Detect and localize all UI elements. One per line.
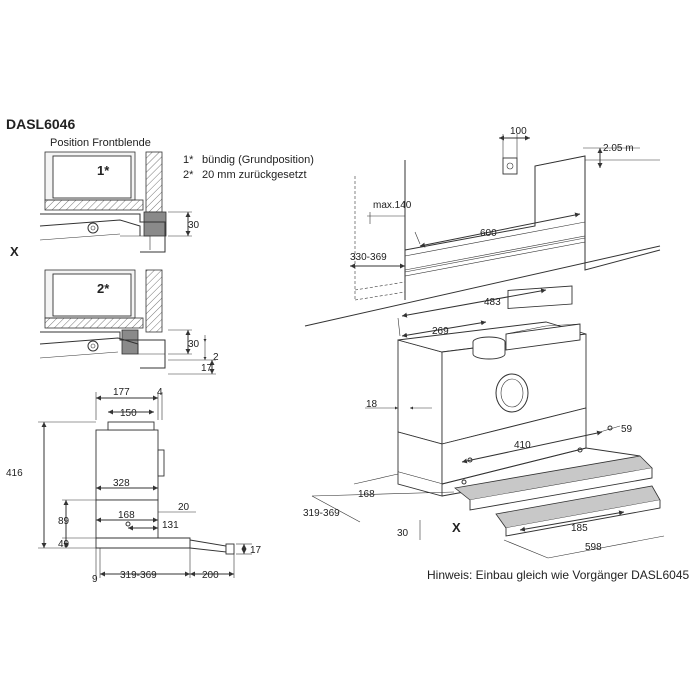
dim-30-pos2: 30	[188, 339, 200, 350]
dim-269: 269	[432, 326, 449, 337]
dim-328: 328	[113, 478, 130, 489]
marker-x-iso: X	[452, 520, 461, 535]
detail-position-2: 30 2 17 2*	[39, 269, 219, 375]
legend-key-1: 1*	[183, 154, 194, 166]
isometric-view: 600 max.140 330-369 100 2.05 m	[303, 126, 665, 559]
dim-2: 2	[213, 352, 219, 363]
dim-100: 100	[510, 126, 527, 137]
dim-30-iso: 30	[397, 528, 409, 539]
dim-168-side: 168	[118, 510, 135, 521]
dim-4: 4	[157, 387, 163, 398]
dim-483: 483	[484, 297, 501, 308]
dim-185: 185	[571, 523, 588, 534]
dim-17-side: 17	[250, 545, 262, 556]
marker-x-left: X	[10, 244, 19, 259]
position-1-label: 1*	[97, 163, 110, 178]
dim-18: 18	[366, 399, 378, 410]
front-panel-position-heading: Position Frontblende	[50, 137, 151, 149]
dim-9: 9	[92, 574, 98, 585]
dim-2-05-m: 2.05 m	[603, 143, 634, 154]
dim-319-369-iso: 319-369	[303, 508, 340, 519]
dim-17-pos2: 17	[201, 363, 213, 374]
dim-20: 20	[178, 502, 190, 513]
dim-59: 59	[621, 424, 633, 435]
dim-30-pos1: 30	[188, 220, 200, 231]
dim-410: 410	[514, 440, 531, 451]
side-view: 177 4 150 416 328 20 168 131 89 49	[6, 387, 262, 585]
dim-598: 598	[585, 542, 602, 553]
dim-150: 150	[120, 408, 137, 419]
dim-416: 416	[6, 468, 23, 479]
dim-89: 89	[58, 516, 70, 527]
power-socket-icon	[502, 157, 518, 175]
installation-hint: Hinweis: Einbau gleich wie Vorgänger DAS…	[427, 568, 690, 582]
dim-200: 200	[202, 570, 219, 581]
dim-177: 177	[113, 387, 130, 398]
position-2-label: 2*	[97, 281, 110, 296]
legend-key-2: 2*	[183, 169, 194, 181]
legend-text-2: 20 mm zurückgesetzt	[202, 169, 307, 181]
dim-330-369: 330-369	[350, 252, 387, 263]
legend-text-1: bündig (Grundposition)	[202, 154, 314, 166]
dim-49: 49	[58, 539, 70, 550]
dim-319-369-side: 319-369	[120, 570, 157, 581]
dim-max140: max.140	[373, 200, 412, 211]
dim-131: 131	[162, 520, 179, 531]
model-title: DASL6046	[6, 116, 76, 132]
dim-600: 600	[480, 228, 497, 239]
detail-position-1: 30 1*	[39, 151, 200, 253]
